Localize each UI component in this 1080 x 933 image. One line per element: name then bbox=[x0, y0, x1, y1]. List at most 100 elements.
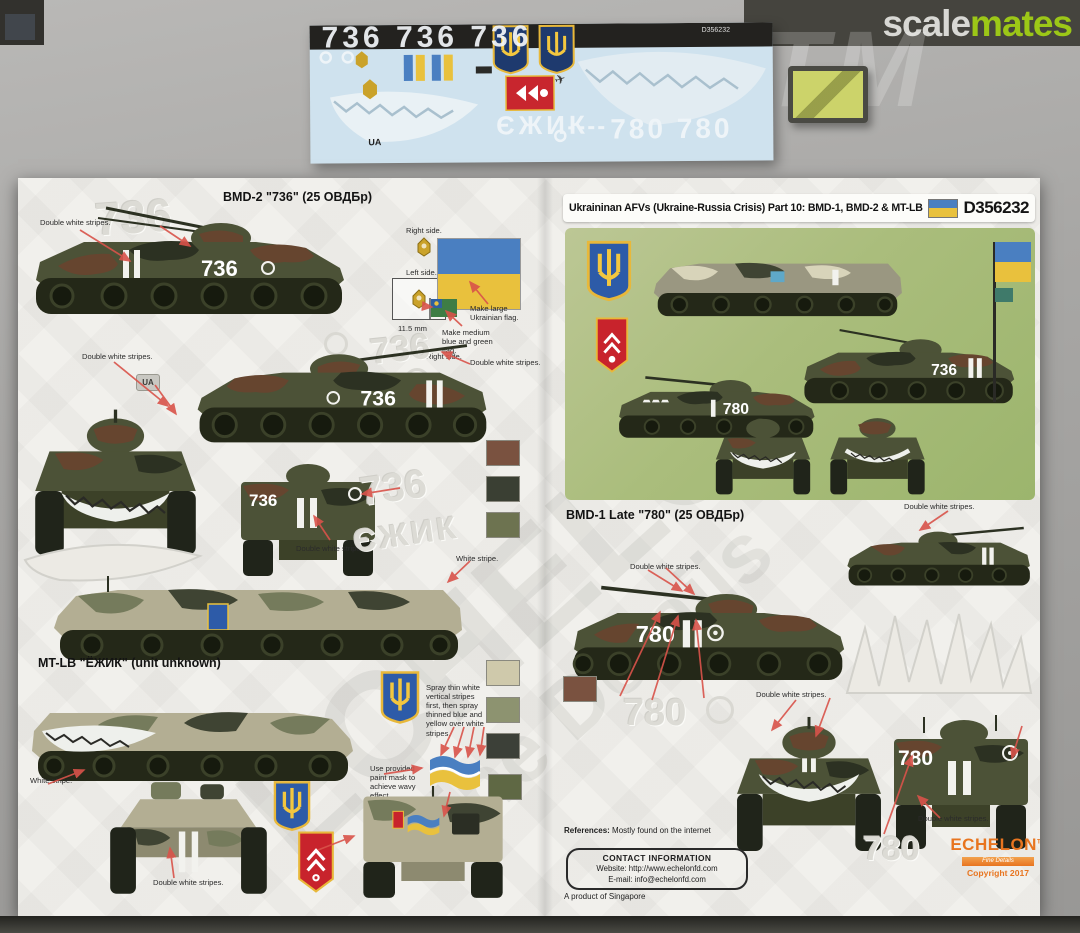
photo-bmd2-number: 736 bbox=[931, 362, 957, 379]
bmd2-front-view bbox=[35, 409, 196, 555]
trident-emblem-photo bbox=[586, 240, 632, 302]
label-make-medium-flag: Make medium blue and green flag. bbox=[442, 328, 493, 356]
label-double-white-stripes-r1: Double white stripes. bbox=[904, 502, 975, 511]
bmd1-number-marking: 780 bbox=[636, 621, 675, 647]
copyright-text: Copyright 2017 bbox=[966, 868, 1030, 878]
red-pennant-emblem-1 bbox=[298, 831, 334, 893]
echelon-brand-block: ECHELONTM Fine Details Copyright 2017 bbox=[948, 836, 1040, 878]
scalemates-header-bar: scalemates bbox=[744, 0, 1080, 46]
decal-numbers-736: 736 736 736 bbox=[321, 22, 533, 55]
sheet-product-code: D356232 bbox=[963, 198, 1029, 217]
bmd1-rear-view: 780 bbox=[894, 715, 1028, 849]
trident-emblem-1 bbox=[380, 671, 420, 724]
bmd1-number-marking-rear: 780 bbox=[898, 747, 933, 770]
ghost-780-a: 780 bbox=[623, 692, 687, 734]
red-pennant-photo bbox=[595, 317, 629, 373]
bmd2-number-marking-a: 736 bbox=[201, 256, 238, 281]
paint-chip-tan bbox=[486, 660, 520, 686]
bmd1-heading: BMD-1 Late "780" (25 ОВДБр) bbox=[566, 508, 745, 522]
contact-email: E-mail: info@echelonfd.com bbox=[608, 874, 706, 884]
contact-website: Website: http://www.echelonfd.com bbox=[596, 864, 718, 874]
thumbnail-inner bbox=[5, 14, 35, 40]
label-make-large-flag: Make large Ukrainian flag. bbox=[470, 304, 519, 323]
bmd2-side-view-a: 736 bbox=[36, 206, 344, 314]
sheet-title-bar: Ukraininan AFVs (Ukraine-Russia Crisis) … bbox=[563, 194, 1035, 222]
bmd2-rear-view: 736 bbox=[241, 464, 375, 576]
label-double-white-stripes-5: Double white stripes. bbox=[153, 878, 224, 887]
paint-chip-brown bbox=[486, 440, 520, 466]
ghost-shark-mouth-left bbox=[23, 543, 203, 582]
bmd2-side-view-b: 736 bbox=[197, 344, 487, 443]
trident-emblem-2 bbox=[273, 781, 311, 831]
decal-numbers-780: 780 780 bbox=[610, 112, 733, 145]
paint-chip-light-olive bbox=[486, 697, 520, 723]
wavy-flag-mask-diagram bbox=[429, 756, 481, 790]
ukraine-flag-icon bbox=[928, 198, 959, 218]
bmd2-number-marking-rear: 736 bbox=[249, 491, 277, 510]
echelon-tm: TM bbox=[1036, 839, 1040, 846]
photo-front-shark bbox=[715, 418, 811, 495]
references-label: References: bbox=[564, 826, 610, 835]
echelon-logo-text: ECHELON bbox=[950, 835, 1037, 854]
references-text: Mostly found on the internet bbox=[612, 826, 711, 835]
photo-bmd2-side: 736 bbox=[804, 329, 1015, 404]
ghost-780-b: 780 bbox=[863, 830, 920, 868]
medium-blue-green-flag bbox=[429, 298, 457, 320]
decal-artwork: ✈ bbox=[319, 24, 766, 143]
top-left-thumbnail bbox=[0, 0, 44, 45]
bmd2-heading: BMD-2 "736" (25 ОВДБр) bbox=[223, 190, 373, 204]
label-width-note: 11.5 mm bbox=[398, 324, 427, 333]
label-double-white-stripes-2: Double white stripes. bbox=[82, 352, 153, 361]
page-fold bbox=[537, 178, 553, 916]
label-white-stripe-2: White stripe. bbox=[30, 776, 73, 785]
label-double-white-stripes-1: Double white stripes. bbox=[40, 218, 111, 227]
paint-chip-black-green bbox=[486, 476, 520, 502]
mtlb-side-view-a bbox=[54, 576, 462, 660]
photo-bottom-edge bbox=[0, 916, 1080, 933]
photo-bmd1-number: 780 bbox=[723, 401, 750, 418]
logo-scale: scale bbox=[882, 2, 971, 44]
label-spray-note: Spray thin white vertical stripes first,… bbox=[426, 683, 484, 738]
mtlb-rear-view bbox=[363, 786, 503, 898]
bmd1-side-view-a: 780 bbox=[572, 585, 845, 681]
decal-ezhik-text: ЄЖИК bbox=[496, 109, 589, 141]
ua-badge: UA bbox=[136, 374, 160, 391]
echelon-fine-details-bar: Fine Details bbox=[962, 857, 1034, 866]
mtlb-front-view bbox=[110, 782, 267, 894]
label-white-stripe: White stripe. bbox=[456, 554, 499, 563]
photo-mtlb-side bbox=[653, 262, 902, 317]
paint-chip-brown-r bbox=[563, 676, 597, 702]
ghost-736-c: 736 bbox=[357, 461, 430, 515]
photo-front-smile bbox=[830, 418, 925, 495]
paint-chip-dark-gray bbox=[486, 733, 520, 759]
contact-heading: CONTACT INFORMATION bbox=[602, 853, 712, 863]
paint-mask-film bbox=[793, 71, 863, 118]
label-right-side: Right side. bbox=[406, 226, 442, 235]
label-double-white-stripes-r3: Double white stripes. bbox=[756, 690, 827, 699]
svg-text:✈: ✈ bbox=[553, 70, 568, 88]
label-left-side: Left side. bbox=[406, 268, 437, 277]
product-origin: A product of Singapore bbox=[564, 892, 646, 901]
bmd2-number-marking-b: 736 bbox=[360, 387, 396, 411]
ghost-shark-mouth-right bbox=[845, 613, 1033, 694]
ghost-ring-r bbox=[706, 696, 734, 724]
beret-badge-icon bbox=[417, 237, 431, 257]
label-double-white-stripes-r4: Double white stripes. bbox=[918, 814, 989, 823]
instruction-sheet: ECHELON Fine Details 736 BMD-2 "736" (25… bbox=[18, 178, 1040, 916]
mtlb-heading: MT-LB "ЁЖИК" (unit unknown) bbox=[38, 656, 221, 670]
contact-info-box: CONTACT INFORMATION Website: http://www.… bbox=[566, 848, 748, 891]
paint-chip-olive bbox=[486, 512, 520, 538]
bmd1-front-view bbox=[737, 716, 881, 852]
label-double-white-stripes-r2: Double white stripes. bbox=[630, 562, 701, 571]
label-double-white-stripes-3: Double white stripes. bbox=[470, 358, 541, 367]
paint-chip-olive-2 bbox=[488, 774, 522, 800]
scalemates-logo: scalemates bbox=[882, 2, 1073, 44]
boxart-photo-panel: 736 780 bbox=[565, 228, 1035, 500]
decal-sheet-photo: D356232 ✈ bbox=[309, 22, 774, 164]
decal-ua-text: UA bbox=[368, 137, 382, 148]
bmd1-side-view-b bbox=[847, 526, 1030, 586]
paint-mask-photo bbox=[788, 66, 868, 123]
sheet-title: Ukraininan AFVs (Ukraine-Russia Crisis) … bbox=[569, 202, 923, 214]
beret-badge-icon-2 bbox=[412, 289, 426, 309]
